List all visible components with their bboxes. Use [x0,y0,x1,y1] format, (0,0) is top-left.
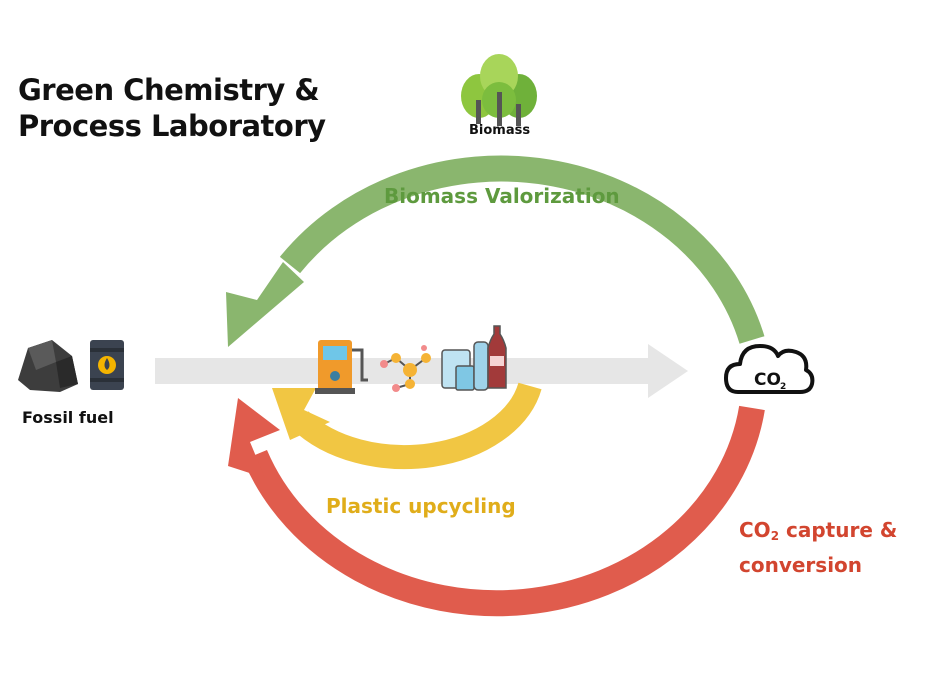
co2-capture-label: CO2 capture & conversion [739,516,897,580]
plastic-products-icon [441,325,507,391]
plastic-upcycling-label: Plastic upcycling [326,494,516,518]
lab-title: Green Chemistry & Process Laboratory [18,72,326,144]
biomass-valorization-label: Biomass Valorization [384,184,620,208]
lab-title-line-1: Green Chemistry & [18,73,320,107]
main-flow-arrow [155,344,688,398]
fuel-pump-icon [315,340,368,394]
biomass-label: Biomass [469,123,531,138]
tree-icon [461,54,537,126]
co2-subscript: 2 [770,529,780,543]
fossil-fuel-label: Fossil fuel [22,408,114,427]
co2-cloud-icon: CO 2 [724,344,815,394]
co2-conversion-line: conversion [739,553,863,577]
svg-text:2: 2 [780,382,786,392]
co2-prefix: CO [739,518,771,542]
co2-suffix: capture & [779,518,898,542]
coal-icon [18,340,78,392]
biomass-cycle-arrow [226,155,765,347]
svg-text:CO: CO [754,370,781,390]
co2-cycle-arrow [228,398,765,617]
lab-title-line-2: Process Laboratory [18,109,326,143]
molecule-icon [380,345,431,392]
plastic-cycle-arrow [272,382,542,470]
oil-barrel-icon [90,340,124,390]
